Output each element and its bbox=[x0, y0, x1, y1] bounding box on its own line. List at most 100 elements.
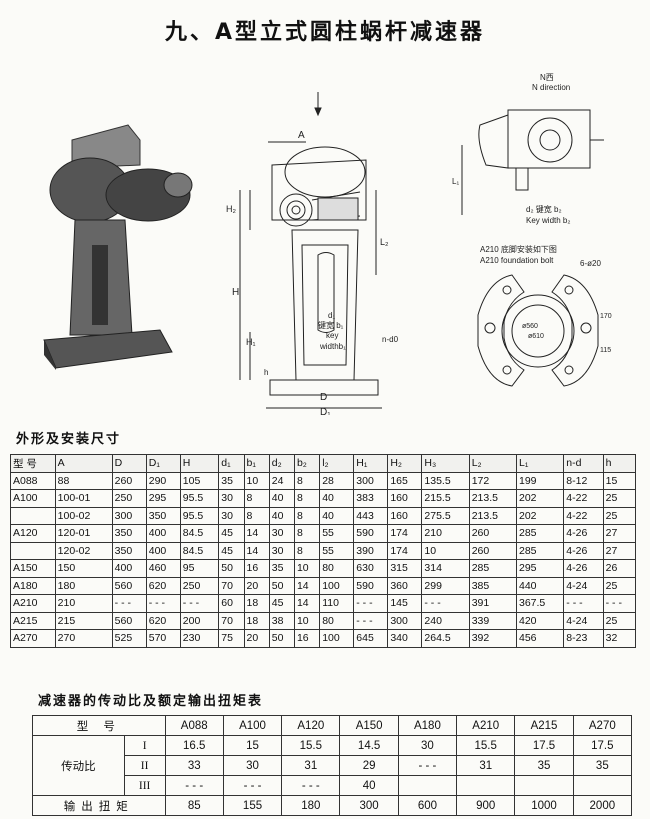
torque-cell: 900 bbox=[456, 795, 516, 816]
svg-text:170: 170 bbox=[600, 313, 612, 320]
table-cell: 8 bbox=[293, 541, 321, 560]
table-cell: 630 bbox=[353, 559, 389, 578]
ratio-model-cell: A150 bbox=[339, 715, 399, 736]
table-cell: 300 bbox=[111, 506, 147, 525]
table-cell: 295 bbox=[145, 489, 181, 508]
ratio-cell: 17.5 bbox=[514, 735, 574, 756]
table-cell: 50 bbox=[218, 559, 245, 578]
table-cell: 350 bbox=[111, 541, 147, 560]
dims-header-cell: D₁ bbox=[145, 454, 181, 473]
table-cell: 145 bbox=[387, 594, 423, 613]
table-cell: 213.5 bbox=[468, 506, 517, 525]
torque-label: 输出扭矩 bbox=[32, 795, 166, 816]
table-cell: 392 bbox=[468, 629, 517, 648]
svg-text:键宽 b₁: 键宽 b₁ bbox=[318, 320, 344, 330]
table-cell: 50 bbox=[268, 576, 295, 595]
ratio-cell bbox=[514, 775, 574, 796]
table-cell: 4-24 bbox=[563, 576, 604, 595]
table-cell: 174 bbox=[387, 541, 423, 560]
ratio-cell: 15.5 bbox=[456, 735, 516, 756]
ratio-cell: 40 bbox=[339, 775, 399, 796]
ratio-roman: III bbox=[123, 775, 166, 796]
table-cell: 15 bbox=[602, 471, 637, 490]
ratio-model-cell: A180 bbox=[397, 715, 458, 736]
table-cell: 645 bbox=[353, 629, 389, 648]
ratio-cell: 29 bbox=[339, 755, 399, 776]
svg-text:6-ø20: 6-ø20 bbox=[580, 259, 601, 268]
table-cell: 45 bbox=[218, 541, 245, 560]
table-cell: 28 bbox=[319, 471, 355, 490]
table-cell: 95 bbox=[179, 559, 220, 578]
dims-header-cell: n-d bbox=[563, 454, 604, 473]
table-cell: 270 bbox=[54, 629, 113, 648]
table-cell: 315 bbox=[387, 559, 423, 578]
ratio-model-cell: A088 bbox=[164, 715, 224, 736]
torque-cell: 155 bbox=[222, 795, 283, 816]
table-cell: A120 bbox=[10, 524, 56, 543]
table-cell: 230 bbox=[179, 629, 220, 648]
table-cell: 300 bbox=[387, 611, 423, 630]
table-cell: 40 bbox=[319, 506, 355, 525]
table-cell: 299 bbox=[421, 576, 470, 595]
table-cell: 25 bbox=[602, 611, 637, 630]
table-cell: 27 bbox=[602, 524, 637, 543]
table-cell: A180 bbox=[10, 576, 56, 595]
table-cell: 525 bbox=[111, 629, 147, 648]
svg-text:ø560: ø560 bbox=[522, 323, 538, 330]
table-cell: 8-12 bbox=[563, 471, 604, 490]
table-cell: 8 bbox=[293, 471, 321, 490]
table-cell: 14 bbox=[293, 594, 321, 613]
svg-text:A210 foundation bolt: A210 foundation bolt bbox=[480, 256, 554, 265]
table-cell: 14 bbox=[243, 524, 270, 543]
table-cell: 199 bbox=[515, 471, 565, 490]
table-cell: - - - bbox=[421, 594, 470, 613]
table-cell: 202 bbox=[515, 489, 565, 508]
table-cell: 264.5 bbox=[421, 629, 470, 648]
table-cell: 443 bbox=[353, 506, 389, 525]
table-cell: 200 bbox=[179, 611, 220, 630]
svg-text:d₁: d₁ bbox=[328, 311, 335, 320]
torque-cell: 180 bbox=[281, 795, 341, 816]
ratio-section-title: 减速器的传动比及额定输出扭矩表 bbox=[38, 694, 264, 709]
table-cell: A100 bbox=[10, 489, 56, 508]
table-cell: 95.5 bbox=[179, 506, 220, 525]
svg-text:ø610: ø610 bbox=[528, 333, 544, 340]
table-cell: 400 bbox=[145, 524, 181, 543]
table-cell: 25 bbox=[602, 489, 637, 508]
dims-header-cell: H₂ bbox=[387, 454, 423, 473]
svg-text:115: 115 bbox=[600, 347, 611, 354]
table-cell: 100 bbox=[319, 629, 355, 648]
table-cell: 10 bbox=[293, 559, 321, 578]
ratio-model-cell: A120 bbox=[281, 715, 341, 736]
dims-header-cell: H₃ bbox=[421, 454, 470, 473]
table-cell: 18 bbox=[243, 611, 270, 630]
ratio-cell: 30 bbox=[222, 755, 283, 776]
table-cell bbox=[10, 541, 56, 560]
table-cell: 360 bbox=[387, 576, 423, 595]
dims-header-cell: h bbox=[602, 454, 637, 473]
table-cell: 160 bbox=[387, 489, 423, 508]
svg-text:L₁: L₁ bbox=[452, 177, 459, 186]
dims-header-cell: 型 号 bbox=[10, 454, 56, 473]
table-cell: 290 bbox=[145, 471, 181, 490]
table-cell: 88 bbox=[54, 471, 113, 490]
table-cell: 570 bbox=[145, 629, 181, 648]
table-cell: 16 bbox=[293, 629, 321, 648]
dims-header-cell: A bbox=[54, 454, 113, 473]
front-view: A H₂ H H₁ L₂ D D₁ d₁ 键宽 b₁ key widthb₁ n… bbox=[226, 92, 399, 415]
table-cell bbox=[10, 506, 56, 525]
table-cell: 4-26 bbox=[563, 541, 604, 560]
table-cell: 80 bbox=[319, 559, 355, 578]
table-cell: 8 bbox=[293, 506, 321, 525]
table-cell: 560 bbox=[111, 611, 147, 630]
